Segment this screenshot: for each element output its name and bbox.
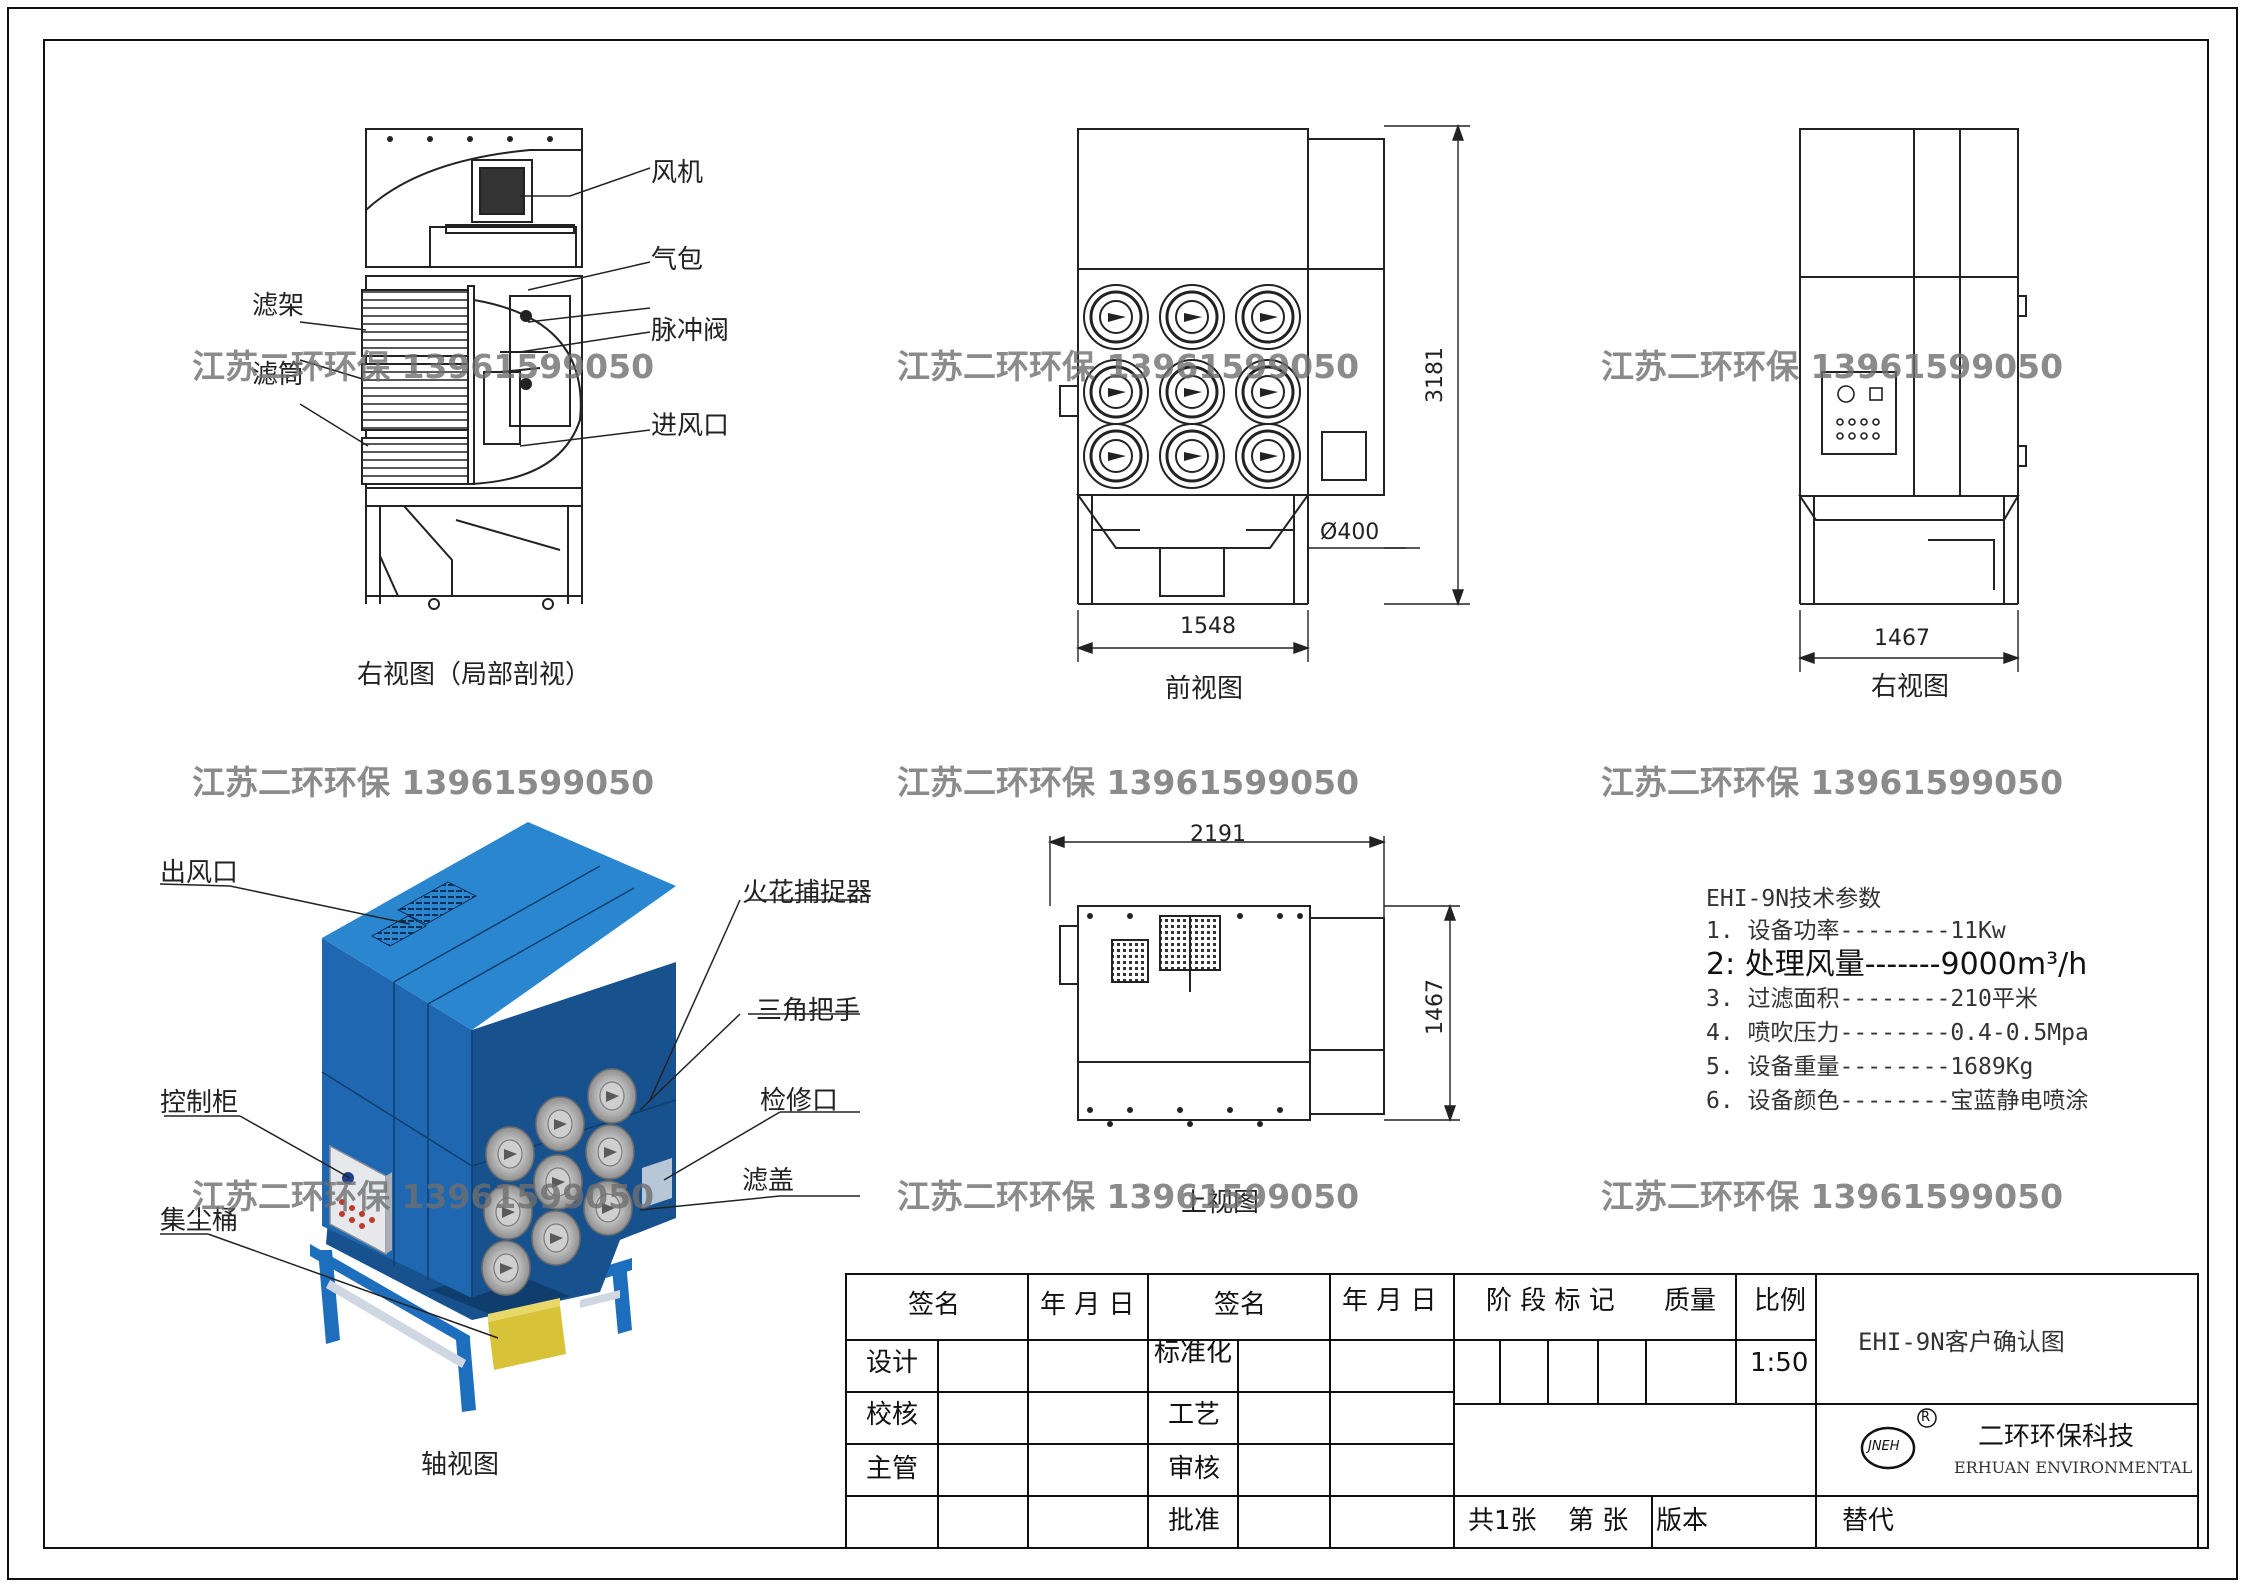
filter-cover-disc xyxy=(583,1180,633,1236)
title-block-grid xyxy=(845,1273,2199,1549)
spec-item: 3. 过滤面积--------210平米 xyxy=(1706,986,2038,1012)
tb-version: 版本 xyxy=(1656,1506,1709,1536)
tb-header-mass: 质量 xyxy=(1664,1286,1717,1316)
dim-front-width: 1548 xyxy=(1180,614,1236,639)
filter-cover-disc xyxy=(587,1068,637,1124)
label-inspection-port: 检修口 xyxy=(760,1086,839,1116)
filter-disc xyxy=(1159,359,1225,425)
filter-disc xyxy=(1159,284,1225,350)
tb-row-design: 设计 xyxy=(866,1348,919,1378)
right-section-view-drawing xyxy=(299,128,651,610)
label-pulse-valve: 脉冲阀 xyxy=(651,316,730,346)
top-view-drawing xyxy=(1047,836,1460,1123)
filter-disc xyxy=(1159,423,1225,489)
axis-view-leaders xyxy=(159,883,860,1339)
filter-cover-disc xyxy=(533,1154,583,1210)
tb-header-date-2: 年 月 日 xyxy=(1342,1286,1437,1316)
watermark: 江苏二环环保 13961599050 xyxy=(897,347,1360,386)
watermark: 江苏二环环保 13961599050 xyxy=(192,347,655,386)
dim-top-depth: 1467 xyxy=(1423,979,1448,1035)
filter-cover-disc xyxy=(535,1096,585,1152)
label-dust-collector: 集尘桶 xyxy=(160,1206,239,1236)
label-outlet: 出风口 xyxy=(160,858,239,888)
watermark: 江苏二环环保 13961599050 xyxy=(1601,1177,2064,1216)
caption-top-view: 上视图 xyxy=(1180,1188,1260,1218)
spec-item: 4. 喷吹压力--------0.4-0.5Mpa xyxy=(1706,1020,2089,1046)
label-filter-frame: 滤架 xyxy=(252,291,305,321)
caption-right-section-view: 右视图（局部剖视） xyxy=(356,660,592,690)
specs-title: EHI-9N技术参数 xyxy=(1706,886,1882,912)
tb-sheet-count: 共1张 xyxy=(1468,1506,1537,1536)
caption-axis-view: 轴视图 xyxy=(420,1450,500,1480)
spec-item: 1. 设备功率--------11Kw xyxy=(1706,918,2006,944)
tb-scale-value: 1:50 xyxy=(1750,1348,1809,1378)
tb-row-process: 工艺 xyxy=(1168,1400,1221,1430)
filter-disc xyxy=(1235,284,1301,350)
tb-header-date-1: 年 月 日 xyxy=(1040,1290,1135,1320)
tb-header-sign-2: 签名 xyxy=(1214,1290,1267,1320)
tb-row-standardization: 标准化 xyxy=(1154,1338,1233,1368)
front-view-filter-grid xyxy=(1083,284,1301,489)
filter-disc xyxy=(1083,359,1149,425)
spec-item-highlight: 2: 处理风量-------9000m³/h xyxy=(1706,947,2088,982)
label-air-bag: 气包 xyxy=(651,245,704,275)
tb-row-approve: 批准 xyxy=(1168,1506,1221,1536)
filter-disc xyxy=(1235,359,1301,425)
right-view-control-panel xyxy=(1836,385,1883,440)
label-triangle-handle: 三角把手 xyxy=(756,996,861,1026)
label-spark-arrester: 火花捕捉器 xyxy=(742,878,873,908)
filter-disc xyxy=(1235,423,1301,489)
watermark: 江苏二环环保 13961599050 xyxy=(897,1177,1360,1216)
front-view-drawing xyxy=(1059,123,1470,662)
tb-row-review: 审核 xyxy=(1168,1454,1221,1484)
outer-frame xyxy=(7,7,2238,1580)
spec-item: 5. 设备重量--------1689Kg xyxy=(1706,1054,2034,1080)
label-control-cabinet: 控制柜 xyxy=(160,1088,239,1118)
dim-top-width: 2191 xyxy=(1190,822,1246,847)
watermark: 江苏二环环保 13961599050 xyxy=(1601,347,2064,386)
tb-replace: 替代 xyxy=(1842,1506,1895,1536)
label-inlet: 进风口 xyxy=(651,411,730,441)
tb-company-en: ERHUAN ENVIRONMENTAL xyxy=(1954,1458,2193,1477)
filter-cover-disc xyxy=(585,1124,635,1180)
watermark: 江苏二环环保 13961599050 xyxy=(897,763,1360,802)
tb-header-sign-1: 签名 xyxy=(908,1290,961,1320)
tb-sheet-number: 第 张 xyxy=(1568,1506,1629,1536)
company-logo xyxy=(1860,1408,1937,1470)
dim-right-width: 1467 xyxy=(1874,626,1930,651)
filter-cover-disc xyxy=(531,1210,581,1266)
tb-registered-mark: R xyxy=(1921,1410,1931,1425)
right-view-drawing xyxy=(1797,128,2027,672)
tb-row-supervisor: 主管 xyxy=(866,1454,919,1484)
caption-right-view: 右视图 xyxy=(1870,672,1950,702)
tb-header-scale: 比例 xyxy=(1754,1286,1807,1316)
watermark: 江苏二环环保 13961599050 xyxy=(192,763,655,802)
tb-drawing-title: EHI-9N客户确认图 xyxy=(1858,1328,2065,1356)
caption-front-view: 前视图 xyxy=(1164,674,1244,704)
dim-front-height: 3181 xyxy=(1423,347,1448,403)
tb-header-stage: 阶 段 标 记 xyxy=(1486,1286,1615,1316)
spec-item: 6. 设备颜色--------宝蓝静电喷涂 xyxy=(1706,1088,2089,1114)
filter-disc xyxy=(1083,423,1149,489)
filter-disc xyxy=(1083,284,1149,350)
tb-company-cn: 二环环保科技 xyxy=(1978,1422,2135,1452)
tb-logo-text: JNEH xyxy=(1868,1439,1900,1454)
watermark: 江苏二环环保 13961599050 xyxy=(1601,763,2064,802)
top-view-bolts xyxy=(1087,913,1303,1127)
label-fan: 风机 xyxy=(651,158,704,188)
label-filter-cartridge: 滤筒 xyxy=(252,360,305,390)
dim-front-pipe: Ø400 xyxy=(1320,520,1380,545)
tb-row-check: 校核 xyxy=(866,1400,919,1430)
filter-cover-disc xyxy=(485,1126,535,1182)
filter-cover-disc xyxy=(483,1184,533,1240)
label-filter-cover: 滤盖 xyxy=(742,1166,795,1196)
axis-view-filter-grid xyxy=(481,1068,637,1296)
watermark: 江苏二环环保 13961599050 xyxy=(192,1177,655,1216)
filter-cover-disc xyxy=(481,1240,531,1296)
